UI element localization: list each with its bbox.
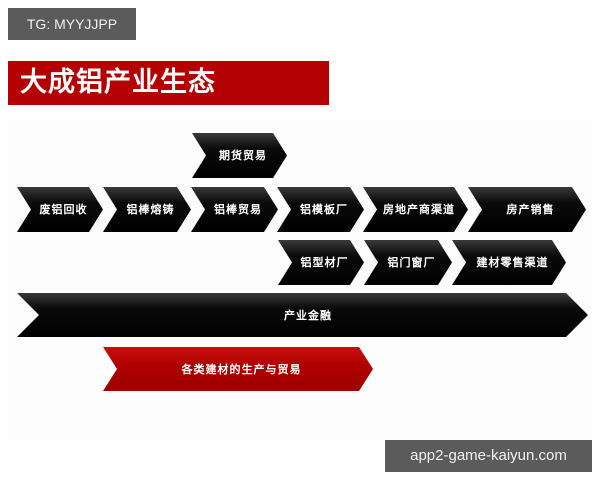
tg-tag: TG: MYYJJPP	[8, 8, 136, 40]
building-materials-bar-label: 各类建材的生产与贸易	[181, 362, 302, 376]
chevron-main-3-label: 铝模板厂	[300, 203, 348, 216]
chevron-second-1: 铝门窗厂	[364, 240, 452, 285]
title-banner: 大成铝产业生态	[8, 61, 329, 105]
chevron-second-0: 铝型材厂	[278, 240, 364, 285]
industry-finance-bar: 产业金融	[17, 293, 588, 337]
page-title: 大成铝产业生态	[20, 67, 216, 98]
chevron-main-0: 废铝回收	[17, 187, 103, 232]
chevron-second-2-label: 建材零售渠道	[476, 256, 549, 269]
industry-finance-bar-label: 产业金融	[284, 308, 332, 322]
chevron-second-1-label: 铝门窗厂	[387, 256, 436, 269]
chevron-main-2: 铝棒贸易	[191, 187, 278, 232]
chevron-main-3: 铝模板厂	[277, 187, 364, 232]
chevron-main-1: 铝棒熔铸	[103, 187, 191, 232]
watermark: app2-game-kaiyun.com	[385, 440, 592, 472]
chevron-main-0-label: 废铝回收	[39, 203, 88, 216]
chevron-second-2: 建材零售渠道	[452, 240, 566, 285]
chevron-main-2-label: 铝棒贸易	[214, 203, 262, 216]
chevron-main-5: 房产销售	[468, 187, 586, 232]
chevron-second-0-label: 铝型材厂	[300, 256, 349, 269]
chevron-main-4-label: 房地产商渠道	[383, 203, 455, 216]
chevron-futures-trade-label: 期货贸易	[219, 149, 267, 162]
chevron-main-5-label: 房产销售	[506, 203, 555, 216]
building-materials-bar: 各类建材的生产与贸易	[103, 347, 373, 391]
chevron-main-4: 房地产商渠道	[363, 187, 468, 232]
chevron-main-1-label: 铝棒熔铸	[126, 203, 175, 216]
chevron-futures-trade: 期货贸易	[192, 133, 287, 178]
